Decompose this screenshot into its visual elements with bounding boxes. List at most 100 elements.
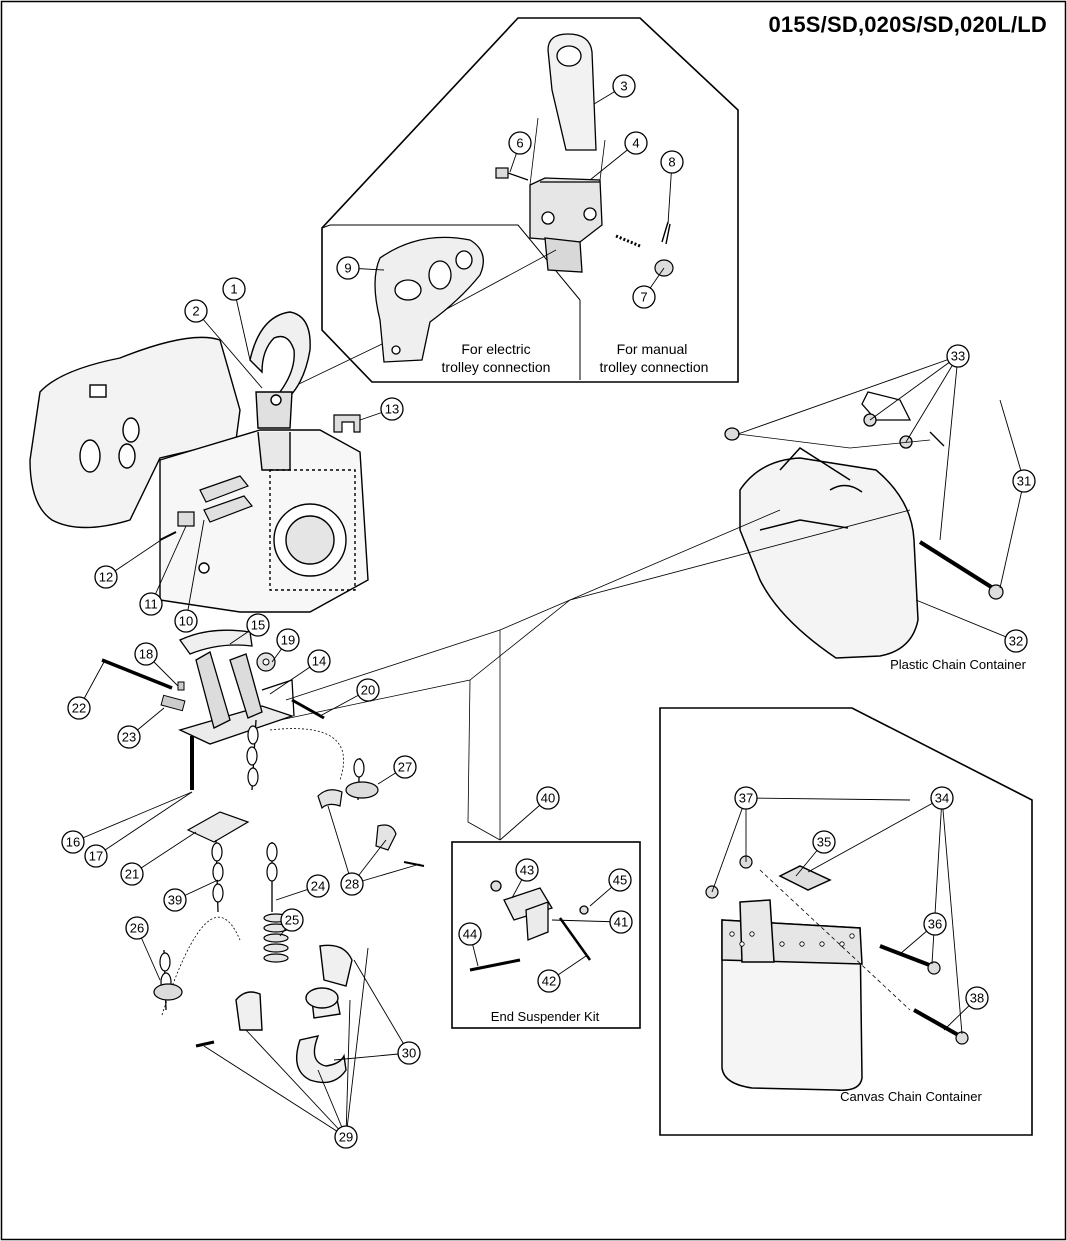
callout-2: 2 — [184, 299, 208, 323]
callout-circle-6 — [508, 131, 532, 155]
callout-1: 1 — [222, 277, 246, 301]
leader-line-29 — [317, 1069, 347, 1138]
callout-circle-18 — [134, 642, 158, 666]
callout-14: 14 — [307, 649, 331, 673]
callout-circle-32 — [1004, 629, 1028, 653]
callout-circle-45 — [608, 868, 632, 892]
bottom-hook-assembly — [195, 944, 353, 1084]
callout-circle-24 — [306, 874, 330, 898]
callout-number-41: 41 — [614, 915, 628, 930]
callout-circle-19 — [276, 628, 300, 652]
callout-number-6: 6 — [516, 136, 523, 151]
callout-circle-23 — [117, 725, 141, 749]
plastic-chain-container — [739, 447, 919, 659]
callout-circle-34 — [930, 786, 954, 810]
callout-circle-44 — [458, 922, 482, 946]
callout-24: 24 — [306, 874, 330, 898]
part-3-link — [547, 33, 597, 151]
leader-line-31 — [999, 480, 1025, 589]
callout-32: 32 — [1004, 629, 1028, 653]
callout-25: 25 — [280, 908, 304, 932]
callout-35: 35 — [812, 830, 836, 854]
canvas-container-caption: Canvas Chain Container — [840, 1089, 982, 1104]
hoist-left-cover — [29, 336, 241, 529]
callout-10: 10 — [174, 609, 198, 633]
callout-circle-26 — [125, 916, 149, 940]
callout-41: 41 — [609, 910, 633, 934]
callout-number-45: 45 — [613, 873, 627, 888]
callout-44: 44 — [458, 922, 482, 946]
part-33-springs — [724, 391, 945, 449]
callout-number-34: 34 — [935, 791, 949, 806]
leader-line-33 — [905, 355, 959, 443]
leader-line-34 — [931, 797, 943, 965]
part-28-clamp — [317, 789, 425, 867]
callout-number-30: 30 — [402, 1046, 416, 1061]
part-11-plate — [177, 511, 195, 527]
callout-circle-22 — [67, 696, 91, 720]
callout-number-14: 14 — [312, 654, 326, 669]
callout-9: 9 — [336, 256, 360, 280]
callout-circle-21 — [120, 862, 144, 886]
callout-circle-15 — [246, 613, 270, 637]
callout-number-24: 24 — [311, 879, 325, 894]
callout-42: 42 — [537, 969, 561, 993]
callout-17: 17 — [84, 844, 108, 868]
callout-circle-8 — [660, 150, 684, 174]
leader-line-10 — [185, 519, 205, 622]
callout-circle-16 — [61, 830, 85, 854]
part-8-pin — [661, 221, 671, 245]
callout-13: 13 — [380, 397, 404, 421]
callout-circle-36 — [923, 912, 947, 936]
callout-26: 26 — [125, 916, 149, 940]
callout-circle-13 — [380, 397, 404, 421]
leader-line-34 — [807, 797, 943, 873]
callout-12: 12 — [94, 565, 118, 589]
leader-line-16 — [72, 791, 193, 843]
leader-line-29 — [345, 999, 351, 1138]
callout-4: 4 — [624, 131, 648, 155]
callout-circle-10 — [174, 609, 198, 633]
electric-caption-line2: trolley connection — [442, 359, 551, 375]
callout-38: 38 — [965, 986, 989, 1010]
leader-line-21 — [131, 831, 197, 875]
callout-number-2: 2 — [192, 304, 199, 319]
callout-7: 7 — [632, 285, 656, 309]
callout-6: 6 — [508, 131, 532, 155]
callout-number-29: 29 — [339, 1130, 353, 1145]
callout-number-22: 22 — [72, 701, 86, 716]
part-1-top-hook — [249, 311, 311, 429]
end-suspender-parts — [469, 880, 592, 972]
callout-number-20: 20 — [361, 683, 375, 698]
part-15-chain-guide — [179, 629, 253, 655]
callout-18: 18 — [134, 642, 158, 666]
callout-number-11: 11 — [144, 597, 158, 612]
part-31-bolt-head — [988, 584, 1004, 600]
leader-line-17 — [95, 791, 193, 857]
part-31-bolt — [918, 540, 998, 592]
leader-line-29 — [203, 1045, 347, 1138]
end-suspender-caption: End Suspender Kit — [491, 1009, 600, 1024]
callout-circle-43 — [515, 858, 539, 882]
callout-number-44: 44 — [463, 927, 477, 942]
callout-number-21: 21 — [125, 867, 139, 882]
callout-circle-37 — [734, 786, 758, 810]
callout-circle-41 — [609, 910, 633, 934]
leader-line-2 — [195, 310, 263, 389]
callout-3: 3 — [612, 74, 636, 98]
callout-36: 36 — [923, 912, 947, 936]
callout-circle-12 — [94, 565, 118, 589]
leader-line-30 — [333, 1052, 410, 1061]
callout-29: 29 — [334, 1125, 358, 1149]
callout-circle-14 — [307, 649, 331, 673]
leader-line-33 — [869, 355, 959, 421]
callout-number-13: 13 — [385, 402, 399, 417]
callout-23: 23 — [117, 725, 141, 749]
hoist-main-frame — [159, 429, 369, 613]
leader-line-28 — [351, 863, 421, 885]
leader-line-34 — [941, 797, 963, 1035]
canvas-chain-container — [721, 865, 863, 1091]
callout-number-15: 15 — [251, 618, 265, 633]
